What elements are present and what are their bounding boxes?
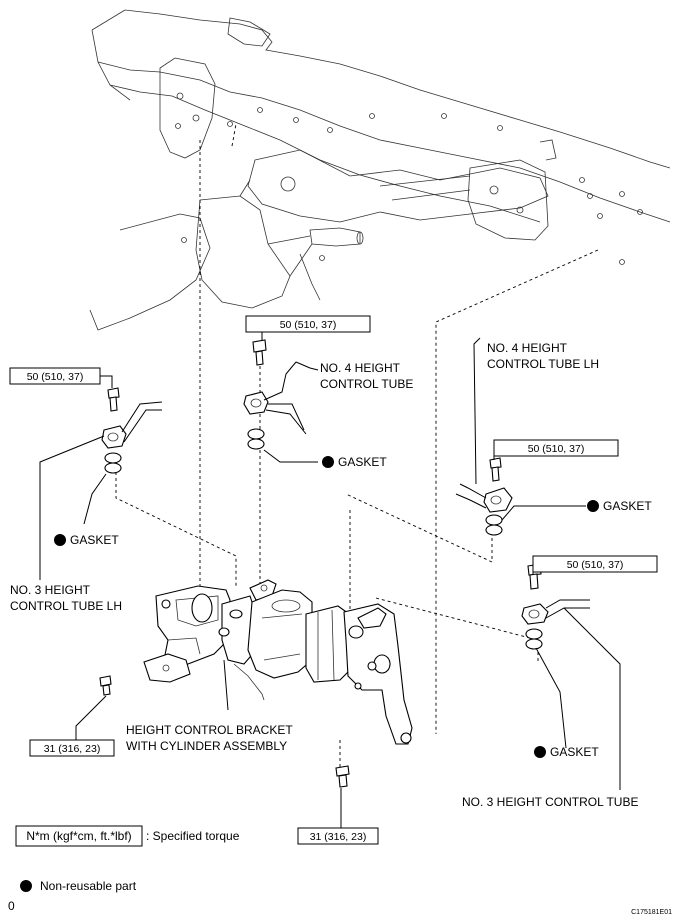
non-reusable-mark-icon	[20, 880, 32, 892]
label-line: GASKET	[338, 455, 387, 469]
torque-value: 50 (510, 37)	[567, 559, 624, 571]
label-gasket-lower-right: GASKET	[534, 745, 599, 759]
leader-lines	[39, 332, 621, 828]
legend-torque-unit: N*m (kgf*cm, ft.*lbf)	[26, 829, 131, 843]
label-gasket-left: GASKET	[54, 533, 119, 547]
label-line: NO. 3 HEIGHT	[10, 583, 91, 597]
non-reusable-mark-icon	[322, 456, 334, 468]
non-reusable-mark-icon	[534, 746, 546, 758]
no4-height-control-tube-lh-parts	[455, 337, 513, 536]
label-line: CONTROL TUBE LH	[10, 599, 122, 613]
no4-height-control-tube-parts	[243, 339, 307, 450]
bracket-bolts	[99, 675, 350, 788]
torque-box-no4-tube: 50 (510, 37)	[245, 315, 371, 333]
legend-non-reusable: Non-reusable part	[20, 879, 137, 893]
label-line: CONTROL TUBE	[320, 377, 413, 391]
label-no3-height-control-tube-lh: NO. 3 HEIGHT CONTROL TUBE LH	[10, 583, 122, 613]
torque-value: 50 (510, 37)	[528, 443, 585, 455]
torque-box-no3-tube-lh: 50 (510, 37)	[9, 367, 101, 385]
legend-torque-text: : Specified torque	[146, 829, 240, 843]
torque-value: 31 (316, 23)	[310, 831, 367, 843]
no3-height-control-tube-lh-parts	[101, 387, 163, 474]
torque-box-no3-tube: 50 (510, 37)	[532, 555, 658, 573]
label-line: HEIGHT CONTROL BRACKET	[126, 723, 293, 737]
label-gasket-right: GASKET	[587, 499, 652, 513]
label-line: GASKET	[70, 533, 119, 547]
vehicle-frame	[89, 9, 671, 331]
label-no4-height-control-tube-lh: NO. 4 HEIGHT CONTROL TUBE LH	[487, 341, 599, 371]
label-line: NO. 4 HEIGHT	[320, 361, 401, 375]
label-height-control-bracket: HEIGHT CONTROL BRACKET WITH CYLINDER ASS…	[126, 723, 293, 753]
torque-value: 31 (316, 23)	[44, 743, 101, 755]
non-reusable-mark-icon	[587, 500, 599, 512]
label-line: GASKET	[603, 499, 652, 513]
label-line: NO. 3 HEIGHT CONTROL TUBE	[462, 795, 638, 809]
torque-box-bracket-right: 31 (316, 23)	[297, 827, 379, 845]
no3-height-control-tube-parts	[521, 563, 590, 650]
corner-mark: 0	[8, 899, 15, 913]
torque-value: 50 (510, 37)	[280, 319, 337, 331]
torque-value: 50 (510, 37)	[27, 371, 84, 383]
label-line: WITH CYLINDER ASSEMBLY	[126, 739, 287, 753]
figure-id: C175181E01	[631, 909, 672, 916]
legend-specified-torque: N*m (kgf*cm, ft.*lbf) : Specified torque	[15, 825, 240, 847]
label-no3-height-control-tube: NO. 3 HEIGHT CONTROL TUBE	[462, 795, 638, 809]
non-reusable-mark-icon	[54, 534, 66, 546]
torque-box-no4-tube-lh: 50 (510, 37)	[493, 439, 619, 457]
legend-nonreusable-text: Non-reusable part	[40, 879, 137, 893]
torque-box-bracket-left: 31 (316, 23)	[29, 739, 115, 757]
label-gasket-center: GASKET	[322, 455, 387, 469]
label-line: NO. 4 HEIGHT	[487, 341, 568, 355]
label-no4-height-control-tube: NO. 4 HEIGHT CONTROL TUBE	[320, 361, 413, 391]
height-control-bracket-cylinder	[143, 579, 413, 745]
label-line: CONTROL TUBE LH	[487, 357, 599, 371]
label-line: GASKET	[550, 745, 599, 759]
